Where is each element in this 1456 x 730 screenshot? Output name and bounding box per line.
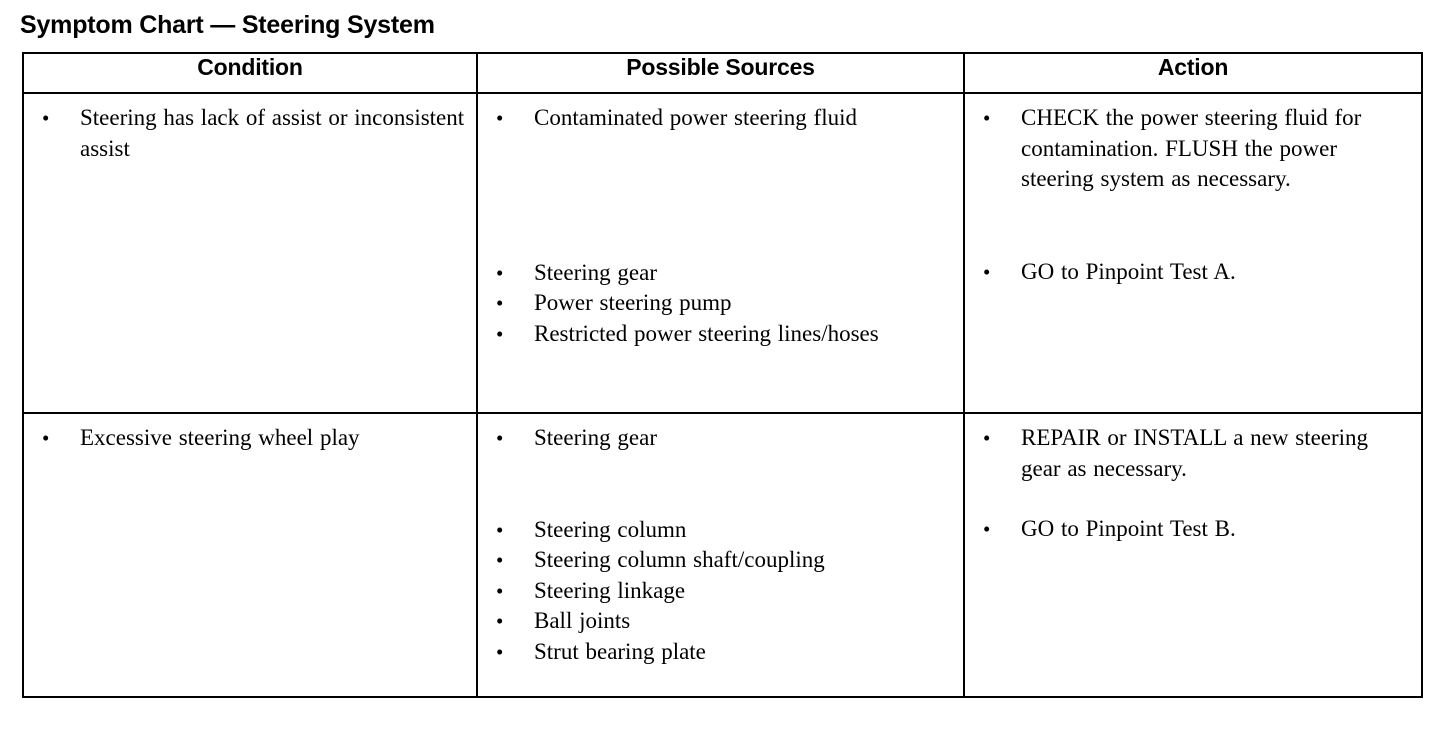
bullet-group: Contaminated power steering fluid [478, 103, 955, 134]
bullet-list: CHECK the power steering fluid for conta… [965, 103, 1413, 195]
cell-action-2: REPAIR or INSTALL a new steering gear as… [963, 412, 1423, 698]
list-item: Strut bearing plate [478, 637, 955, 668]
list-item: REPAIR or INSTALL a new steering gear as… [965, 423, 1413, 484]
bullet-list: Steering has lack of assist or inconsist… [24, 103, 468, 164]
cell-possible-sources-2: Steering gear Steering column Steering c… [476, 412, 965, 698]
bullet-list: Excessive steering wheel play [24, 423, 468, 454]
list-item: Steering gear [478, 258, 955, 289]
list-item: Steering has lack of assist or inconsist… [24, 103, 468, 164]
cell-content: REPAIR or INSTALL a new steering gear as… [965, 414, 1421, 696]
column-header-action: Action [963, 52, 1423, 94]
bullet-group: Steering gear Power steering pump Restri… [478, 258, 955, 350]
list-item: Steering linkage [478, 576, 955, 607]
list-item: Power steering pump [478, 288, 955, 319]
page-title: Symptom Chart — Steering System [20, 11, 435, 39]
bullet-list: Steering gear [478, 423, 955, 454]
list-item: Steering column shaft/coupling [478, 545, 955, 576]
bullet-list: REPAIR or INSTALL a new steering gear as… [965, 423, 1413, 484]
spacer [965, 484, 1413, 514]
symptom-chart-table: Condition Possible Sources Action Steeri… [22, 52, 1423, 698]
bullet-group: GO to Pinpoint Test B. [965, 514, 1413, 545]
list-item: GO to Pinpoint Test B. [965, 514, 1413, 545]
cell-action-1: CHECK the power steering fluid for conta… [963, 92, 1423, 414]
cell-content: CHECK the power steering fluid for conta… [965, 94, 1421, 412]
bullet-list: GO to Pinpoint Test A. [965, 257, 1413, 288]
list-item: Steering column [478, 515, 955, 546]
cell-possible-sources-1: Contaminated power steering fluid Steeri… [476, 92, 965, 414]
cell-content: Steering has lack of assist or inconsist… [24, 94, 476, 412]
spacer [478, 454, 955, 515]
list-item: Excessive steering wheel play [24, 423, 468, 454]
bullet-group: Steering gear [478, 423, 955, 454]
column-header-condition: Condition [22, 52, 478, 94]
bullet-group: REPAIR or INSTALL a new steering gear as… [965, 423, 1413, 484]
cell-content: Steering gear Steering column Steering c… [478, 414, 963, 696]
bullet-list: Contaminated power steering fluid [478, 103, 955, 134]
bullet-list: GO to Pinpoint Test B. [965, 514, 1413, 545]
list-item: Ball joints [478, 606, 955, 637]
bullet-group: GO to Pinpoint Test A. [965, 257, 1413, 288]
cell-content: Excessive steering wheel play [24, 414, 476, 696]
table-header-row: Condition Possible Sources Action [22, 52, 1423, 94]
bullet-list: Steering gear Power steering pump Restri… [478, 258, 955, 350]
list-item: GO to Pinpoint Test A. [965, 257, 1413, 288]
table-header: Condition Possible Sources Action [22, 52, 1423, 94]
bullet-list: Steering column Steering column shaft/co… [478, 515, 955, 668]
list-item: Steering gear [478, 423, 955, 454]
list-item: CHECK the power steering fluid for conta… [965, 103, 1413, 195]
bullet-group: CHECK the power steering fluid for conta… [965, 103, 1413, 195]
cell-condition-2: Excessive steering wheel play [22, 412, 478, 698]
cell-condition-1: Steering has lack of assist or inconsist… [22, 92, 478, 414]
spacer [478, 134, 955, 258]
table-row: Excessive steering wheel play Steering g… [22, 412, 1423, 698]
table-body: Steering has lack of assist or inconsist… [22, 92, 1423, 698]
list-item: Contaminated power steering fluid [478, 103, 955, 134]
list-item: Restricted power steering lines/hoses [478, 319, 955, 350]
bullet-group: Steering has lack of assist or inconsist… [24, 103, 468, 164]
table-row: Steering has lack of assist or inconsist… [22, 92, 1423, 414]
spacer [965, 195, 1413, 257]
cell-content: Contaminated power steering fluid Steeri… [478, 94, 963, 412]
bullet-group: Steering column Steering column shaft/co… [478, 515, 955, 668]
column-header-possible-sources: Possible Sources [476, 52, 965, 94]
bullet-group: Excessive steering wheel play [24, 423, 468, 454]
